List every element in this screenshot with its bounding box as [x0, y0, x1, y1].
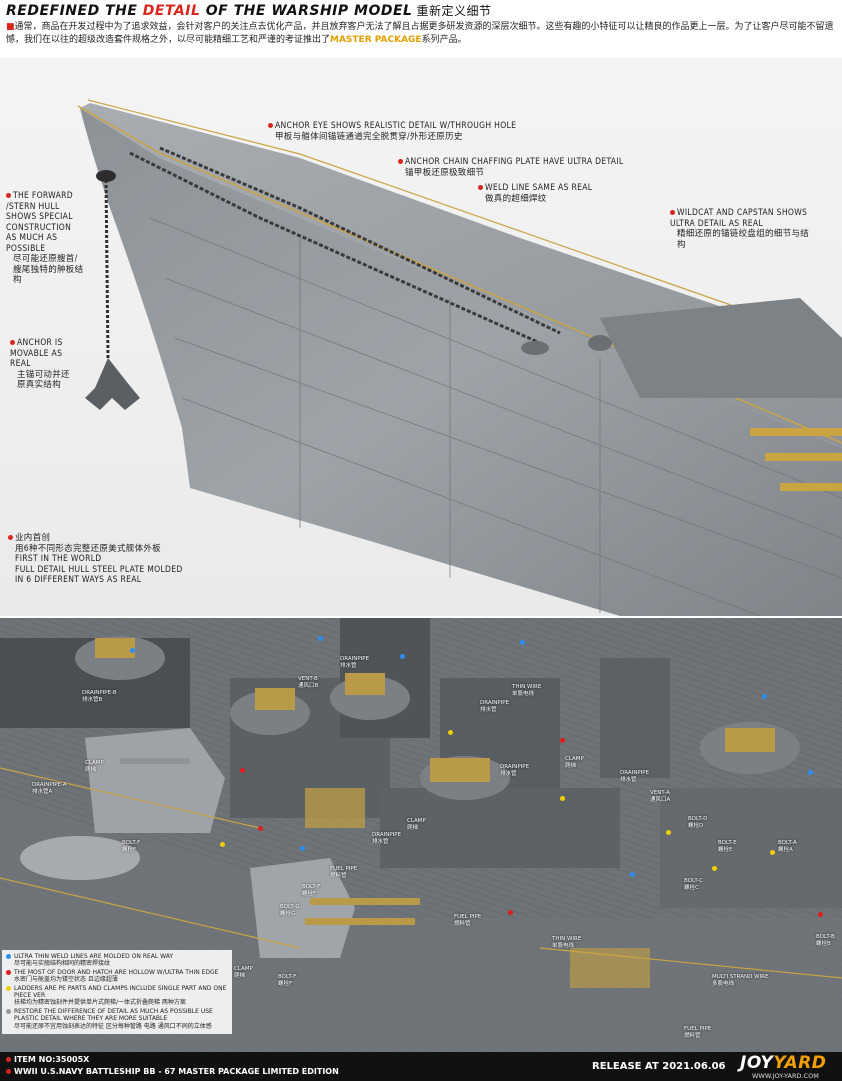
blue-dot-icon — [808, 770, 813, 775]
yellow-dot-icon — [770, 850, 775, 855]
blue-dot-icon — [300, 846, 305, 851]
yellow-dot-icon — [6, 985, 11, 991]
brand-logo: JOYYARD — [740, 1053, 827, 1073]
bow-illustration — [77, 99, 842, 616]
red-dot-icon — [6, 193, 11, 198]
red-dot-icon — [560, 738, 565, 743]
website-link[interactable]: WWW.JOY-YARD.COM — [752, 1072, 819, 1080]
intro-text-2: 系列产品。 — [421, 35, 467, 45]
blue-dot-icon — [318, 636, 323, 641]
callout-wildcat: WILDCAT AND CAPSTAN SHOWS ULTRA DETAIL A… — [670, 208, 810, 250]
intro-bullet: ■ — [6, 22, 15, 32]
blue-dot-icon — [762, 694, 767, 699]
footer: ITEM NO:35005X WWII U.S.NAVY BATTLESHIP … — [0, 1052, 842, 1081]
yellow-dot-icon — [220, 842, 225, 847]
title-part-2: OF THE WARSHIP MODEL — [200, 3, 413, 19]
legend-item: ULTRA THIN WELD LINES ARE MOLDED ON REAL… — [6, 953, 228, 968]
blue-dot-icon — [630, 872, 635, 877]
red-dot-icon — [268, 123, 273, 128]
blue-dot-icon — [520, 640, 525, 645]
red-dot-icon — [508, 910, 513, 915]
bow-photo: ANCHOR EYE SHOWS REALISTIC DETAIL W/THRO… — [0, 58, 842, 616]
yellow-dot-icon — [560, 796, 565, 801]
item-number: ITEM NO:35005X — [6, 1055, 89, 1064]
release-date: RELEASE AT 2021.06.06 — [592, 1061, 726, 1072]
title-cn: 重新定义细节 — [416, 4, 492, 18]
callout-weld-line: WELD LINE SAME AS REAL 做真的超细焊纹 — [478, 183, 638, 204]
red-dot-icon — [670, 210, 675, 215]
blue-dot-icon — [6, 954, 11, 959]
title-highlight: DETAIL — [142, 3, 201, 19]
callout-anchor: ANCHOR IS MOVABLE AS REAL 主锚可动并还原真实结构 — [10, 338, 70, 390]
title-part-1: REDEFINED THE — [6, 3, 143, 19]
header: REDEFINED THE DETAIL OF THE WARSHIP MODE… — [0, 0, 842, 58]
red-dot-icon — [10, 340, 15, 345]
legend-item: THE MOST OF DOOR AND HATCH ARE HOLLOW W/… — [6, 969, 228, 984]
intro-paragraph: ■通常，商品在开发过程中为了追求效益，会针对客户的关注点去优化产品，并且放弃客户… — [6, 21, 836, 47]
red-dot-icon — [8, 535, 13, 540]
legend-item: RESTORE THE DIFFERENCE OF DETAIL AS MUCH… — [6, 1008, 228, 1030]
blue-dot-icon — [400, 654, 405, 659]
red-dot-icon — [6, 1057, 11, 1062]
red-dot-icon — [258, 826, 263, 831]
page-title: REDEFINED THE DETAIL OF THE WARSHIP MODE… — [6, 2, 491, 19]
red-dot-icon — [818, 912, 823, 917]
red-dot-icon — [398, 159, 403, 164]
callout-anchor-eye: ANCHOR EYE SHOWS REALISTIC DETAIL W/THRO… — [268, 121, 518, 142]
callout-chain-plate: ANCHOR CHAIN CHAFFING PLATE HAVE ULTRA D… — [398, 157, 628, 178]
grey-dot-icon — [6, 1008, 11, 1014]
yellow-dot-icon — [712, 866, 717, 871]
callout-first-world: 业内首创 用6种不同形态完整还原美式舰体外板 FIRST IN THE WORL… — [8, 533, 218, 586]
blue-dot-icon — [130, 648, 135, 653]
red-dot-icon — [6, 969, 11, 975]
yellow-dot-icon — [666, 830, 671, 835]
intro-text-1: 通常，商品在开发过程中为了追求效益，会针对客户的关注点去优化产品，并且放弃客户无… — [6, 22, 834, 45]
red-dot-icon — [6, 1069, 11, 1074]
legend-item: LADDERS ARE PE PARTS AND CLAMPS INCLUDE … — [6, 985, 228, 1007]
intro-highlight: MASTER PACKAGE — [330, 35, 422, 45]
item-name: WWII U.S.NAVY BATTLESHIP BB - 67 MASTER … — [6, 1067, 339, 1076]
callout-forward-hull: THE FORWARD /STERN HULL SHOWS SPECIAL CO… — [6, 191, 84, 285]
legend: ULTRA THIN WELD LINES ARE MOLDED ON REAL… — [2, 950, 232, 1035]
red-dot-icon — [478, 185, 483, 190]
red-dot-icon — [240, 768, 245, 773]
yellow-dot-icon — [448, 730, 453, 735]
